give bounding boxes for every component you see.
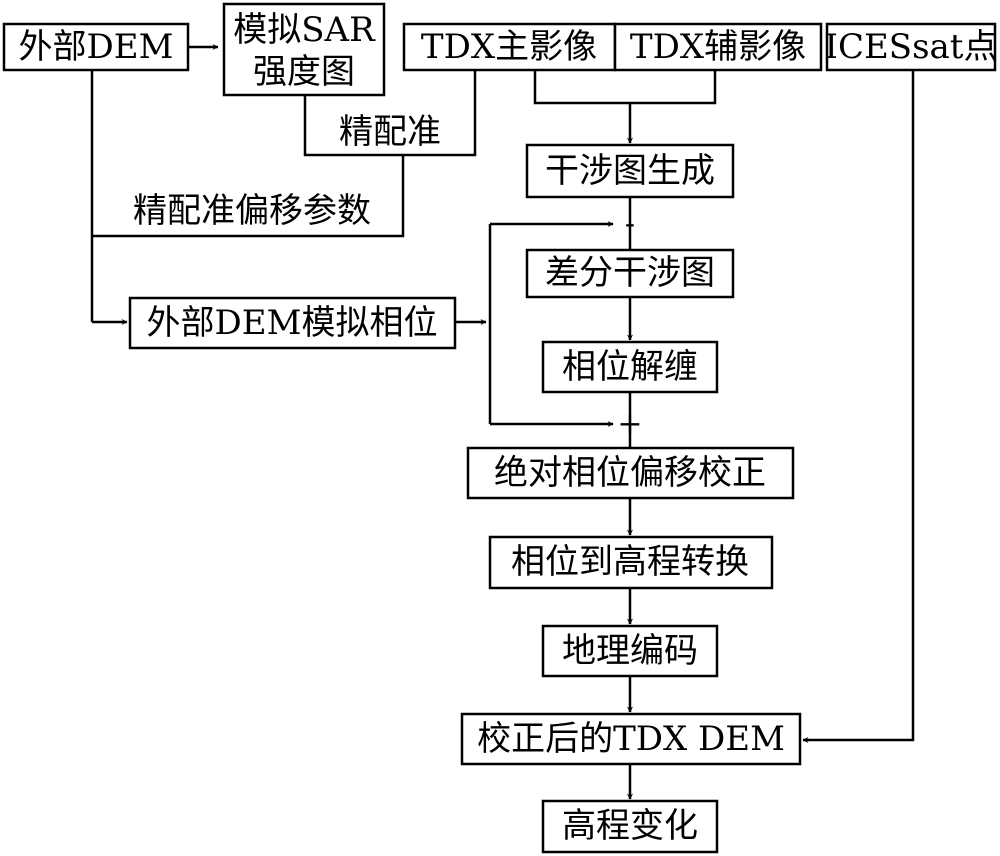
line-simsar-to-finereg bbox=[303, 70, 477, 157]
box-tdx-slave: TDX辅影像 bbox=[613, 22, 823, 72]
label-height-change: 高程变化 bbox=[562, 806, 698, 846]
label-fine-reg-offset: 精配准偏移参数 bbox=[133, 191, 371, 231]
label-diff-interferogram: 差分干涉图 bbox=[545, 253, 715, 293]
box-height-change: 高程变化 bbox=[541, 799, 719, 854]
label-external-dem: 外部DEM bbox=[19, 27, 174, 67]
box-external-dem: 外部DEM bbox=[2, 22, 190, 72]
box-corrected-dem: 校正后的TDX DEM bbox=[460, 712, 802, 766]
label-interferogram-gen: 干涉图生成 bbox=[545, 151, 715, 191]
label-tdx-slave: TDX辅影像 bbox=[630, 27, 806, 67]
line-tdx-merge bbox=[533, 70, 717, 105]
label-geocoding: 地理编码 bbox=[562, 631, 698, 671]
box-phase-unwrap: 相位解缠 bbox=[541, 340, 719, 394]
box-abs-phase-offset: 绝对相位偏移校正 bbox=[466, 446, 795, 500]
line-offset-params bbox=[92, 155, 405, 238]
label-tdx-master: TDX主影像 bbox=[421, 27, 597, 67]
label-fine-registration: 精配准 bbox=[339, 112, 441, 152]
box-ext-dem-sim-phase: 外部DEM模拟相位 bbox=[128, 296, 457, 350]
label-icesat: ICESsat点 bbox=[825, 27, 998, 67]
box-sim-sar: 模拟SAR 强度图 bbox=[222, 2, 386, 97]
minus-sign: - bbox=[625, 207, 635, 242]
label-sim-sar-line2: 强度图 bbox=[253, 52, 355, 92]
label-sim-sar-line1: 模拟SAR bbox=[233, 10, 376, 50]
label-ext-dem-sim-phase: 外部DEM模拟相位 bbox=[147, 303, 438, 343]
arrow-icesat-to-dem bbox=[802, 70, 915, 743]
box-geocoding: 地理编码 bbox=[541, 624, 719, 678]
label-phase-unwrap: 相位解缠 bbox=[562, 347, 698, 387]
box-diff-interferogram: 差分干涉图 bbox=[525, 248, 735, 299]
box-tdx-master: TDX主影像 bbox=[402, 22, 617, 72]
label-phase-to-height: 相位到高程转换 bbox=[511, 542, 749, 582]
label-corrected-dem: 校正后的TDX DEM bbox=[477, 719, 785, 759]
box-icesat: ICESsat点 bbox=[825, 22, 998, 72]
label-abs-phase-offset: 绝对相位偏移校正 bbox=[494, 453, 766, 493]
plus-sign: + bbox=[617, 407, 642, 442]
box-interferogram-gen: 干涉图生成 bbox=[525, 143, 735, 199]
box-phase-to-height: 相位到高程转换 bbox=[488, 535, 774, 590]
